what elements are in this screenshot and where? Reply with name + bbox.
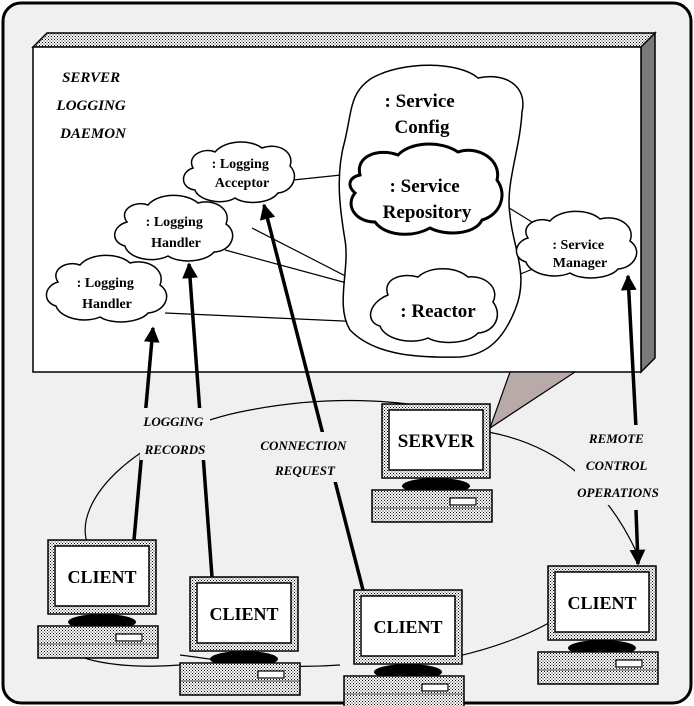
logging-handler-lower-label: : Logging Handler xyxy=(77,276,138,312)
client-computer-1-label: CLIENT xyxy=(67,567,136,587)
client-computer-1: CLIENT xyxy=(37,539,159,659)
monitor-screen xyxy=(388,409,484,471)
service-repository-cloud xyxy=(348,142,504,236)
client-computer-3: CLIENT xyxy=(343,589,465,706)
monitor-screen xyxy=(360,595,456,657)
daemon-box-side-bevel xyxy=(640,31,656,374)
annotation-logging-records: LOGGING RECORDS xyxy=(140,408,210,460)
logging-handler-lower-cloud xyxy=(45,254,168,323)
arrow-remote-control-down xyxy=(629,509,646,566)
base-unit xyxy=(179,662,301,696)
base-unit xyxy=(537,651,659,685)
hosts: SERVER CLIENT CLIENT CLIENT CLIENT xyxy=(37,403,659,706)
annotation-connection-request: CONNECTION REQUEST xyxy=(254,432,354,482)
daemon-title-line-2: LOGGING xyxy=(56,98,126,114)
service-manager-cloud xyxy=(515,210,638,279)
drive-slot xyxy=(257,670,285,679)
client-computer-2: CLIENT xyxy=(179,576,301,696)
reactor-label: : Reactor xyxy=(400,301,476,322)
client-computer-4-label: CLIENT xyxy=(567,593,636,613)
annotation-remote-control: REMOTE CONTROL OPERATIONS xyxy=(575,425,665,505)
server-computer: SERVER xyxy=(371,403,493,523)
logging-acceptor-label: : Logging Acceptor xyxy=(212,157,273,191)
service-manager-label: : Service Manager xyxy=(552,238,607,271)
svg-text:CONNECTION REQUEST: CONNECTION REQUEST xyxy=(260,438,349,478)
drive-slot xyxy=(115,633,143,642)
svg-text:REMOTE CONTROL OPE: REMOTE CONTROL OPERATIONS xyxy=(577,431,659,500)
monitor-screen xyxy=(196,582,292,644)
daemon-title: SERVER LOGGING DAEMON xyxy=(56,70,130,142)
monitor-screen xyxy=(554,571,650,633)
reactor-cloud xyxy=(369,268,499,344)
monitor-screen xyxy=(54,545,150,607)
daemon-box xyxy=(32,46,642,373)
base-unit xyxy=(371,489,493,523)
daemon-title-line-3: DAEMON xyxy=(59,126,127,142)
drive-slot xyxy=(421,683,449,692)
svg-text:LOGGING RECORDS: LOGGING RECORDS xyxy=(142,414,206,457)
arrow-connection-request xyxy=(259,203,365,591)
server-computer-label: SERVER xyxy=(398,431,475,452)
client-computer-4: CLIENT xyxy=(537,565,659,685)
client-computer-3-label: CLIENT xyxy=(373,617,442,637)
arrow-remote-control-up xyxy=(620,274,638,429)
service-config-label: : Service Config xyxy=(385,91,460,138)
service-repository-label: : Service Repository xyxy=(383,176,472,223)
drive-slot xyxy=(615,659,643,668)
logging-handler-upper-label: : Logging Handler xyxy=(146,215,207,251)
logging-handler-upper-cloud xyxy=(114,194,234,262)
base-unit xyxy=(37,625,159,659)
drive-slot xyxy=(449,497,477,506)
daemon-title-line-1: SERVER xyxy=(62,70,120,86)
logging-acceptor-cloud xyxy=(182,141,296,204)
client-computer-2-label: CLIENT xyxy=(209,604,278,624)
daemon-box-top-bevel xyxy=(31,32,657,48)
server-callout xyxy=(488,371,578,430)
